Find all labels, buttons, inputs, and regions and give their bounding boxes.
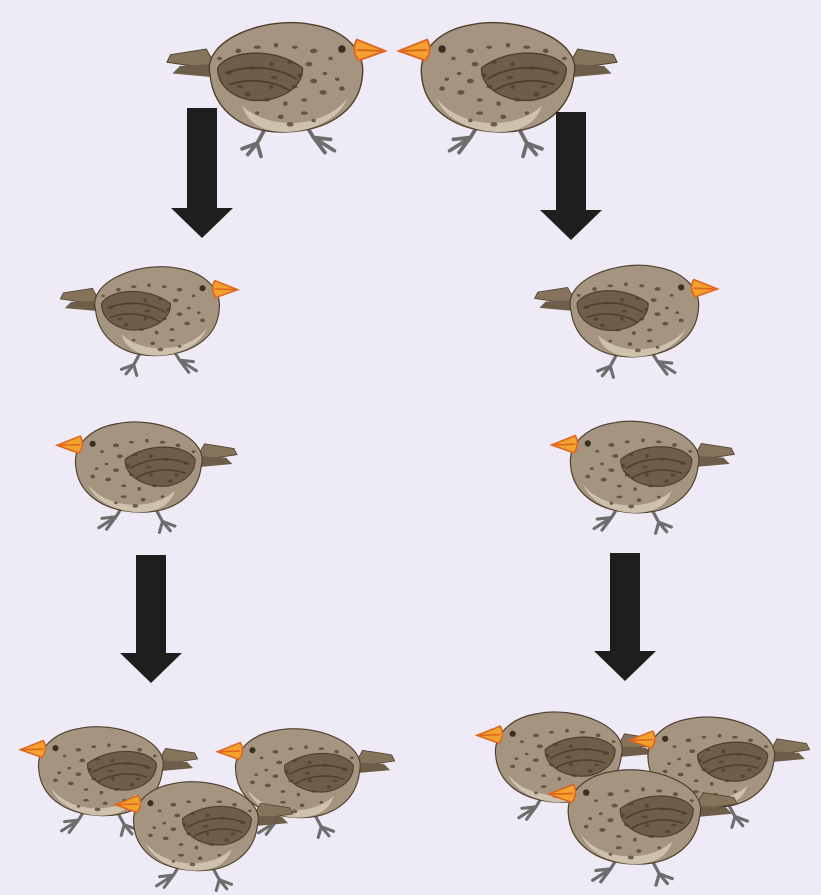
down-arrow-2 xyxy=(539,112,603,240)
down-arrow-1 xyxy=(170,108,234,238)
down-arrow-3 xyxy=(119,555,183,683)
offspring-finch-left-1 xyxy=(55,250,243,380)
offspring-finch-right-2 xyxy=(545,404,741,538)
descendant-finch-right-3 xyxy=(545,752,741,890)
descendant-finch-left-3 xyxy=(108,765,300,895)
offspring-finch-right-1 xyxy=(528,248,724,382)
down-arrow-4 xyxy=(593,553,657,681)
offspring-finch-left-2 xyxy=(52,405,242,537)
